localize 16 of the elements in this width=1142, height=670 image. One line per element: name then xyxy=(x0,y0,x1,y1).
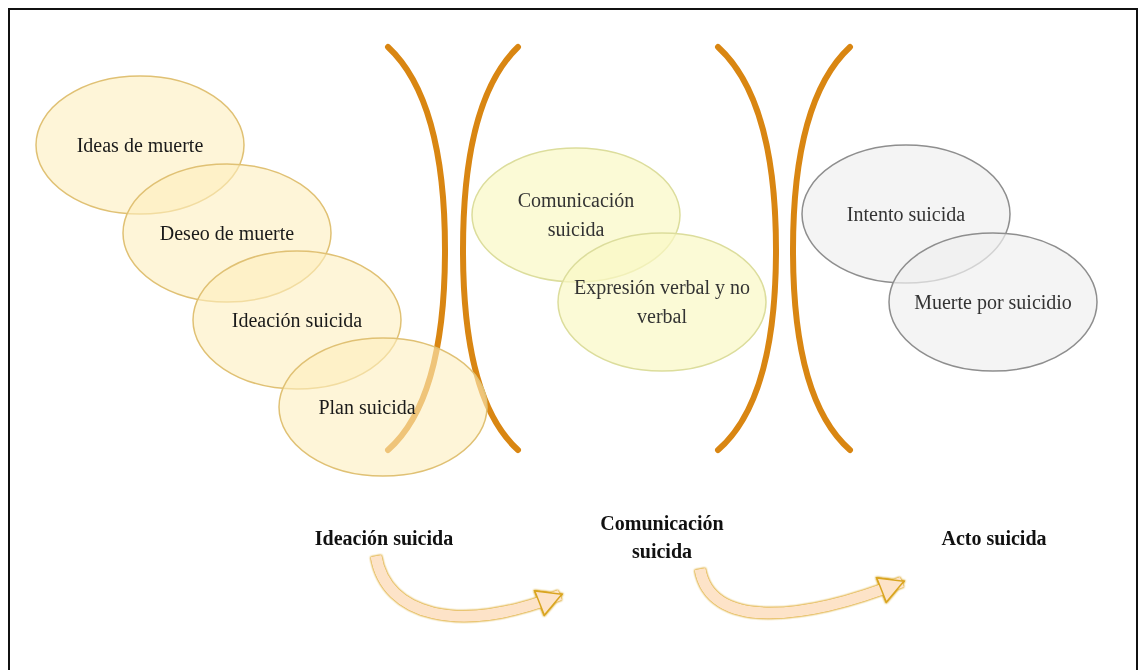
stage-label: Acto suicida xyxy=(924,524,1064,552)
node-text: Deseo de muerte xyxy=(159,220,295,246)
stage-label: Comunicación suicida xyxy=(582,509,742,565)
ellipse-node xyxy=(888,232,1098,372)
node-text: Ideas de muerte xyxy=(76,132,204,158)
node-text: Intento suicida xyxy=(846,201,966,227)
ellipse-node xyxy=(192,250,402,390)
ellipse-node xyxy=(278,337,488,477)
node-text: Plan suicida xyxy=(318,394,416,420)
node-text: Comunicación suicida xyxy=(516,188,636,242)
stage-label: Ideación suicida xyxy=(296,524,472,552)
node-text: Ideación suicida xyxy=(231,307,363,333)
node-text: Muerte por suicidio xyxy=(914,289,1072,316)
ellipse-node xyxy=(35,75,245,215)
ellipse-node xyxy=(122,163,332,303)
node-text: Expresión verbal y no verbal xyxy=(572,275,752,329)
